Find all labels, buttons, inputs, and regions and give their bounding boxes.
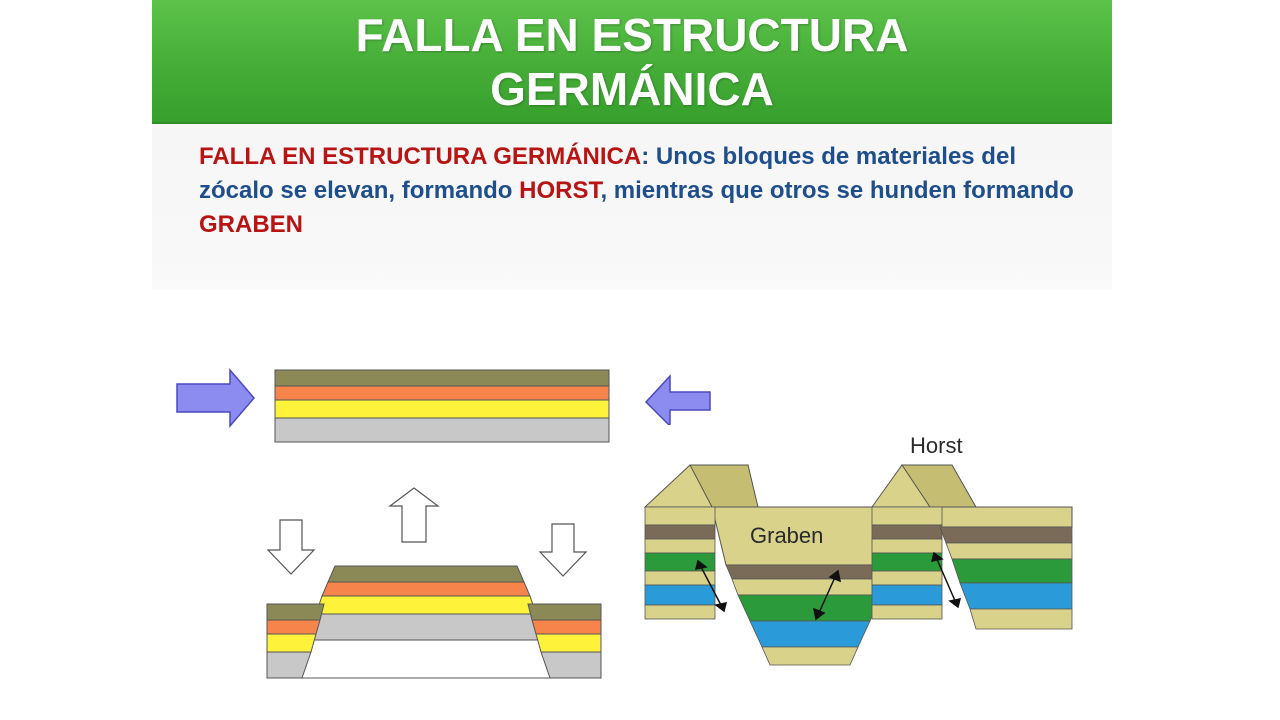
right-sunken-block	[527, 603, 602, 679]
down-arrow-icon	[266, 519, 316, 575]
layer-face-horst	[871, 506, 943, 620]
title-bar: FALLA EN ESTRUCTURA GERMÁNICA	[152, 0, 1112, 124]
left-arrow-icon	[644, 374, 711, 428]
fault-arrows	[694, 551, 962, 621]
description-graben: GRABEN	[199, 211, 304, 238]
down-arrow-icon	[538, 523, 588, 577]
layer-face-graben	[725, 564, 891, 666]
diagram-area: Horst Graben	[152, 290, 1112, 720]
description-horst: HORST	[519, 177, 601, 204]
description-part-2: , mientras que otros se hunden formando	[600, 177, 1074, 204]
slide: FALLA EN ESTRUCTURA GERMÁNICA FALLA EN E…	[152, 0, 1112, 720]
title-line-1: FALLA EN ESTRUCTURA	[355, 9, 909, 61]
up-arrow-icon	[388, 487, 440, 543]
slide-title: FALLA EN ESTRUCTURA GERMÁNICA	[152, 8, 1112, 116]
flat-layer-stack	[274, 369, 610, 443]
layer-face-right	[939, 526, 1073, 630]
title-line-2: GERMÁNICA	[490, 63, 774, 115]
block-diagram-drawing	[640, 425, 1080, 690]
graben-label: Graben	[750, 523, 824, 548]
description-part-1: : Unos bloques de materiales del zócalo …	[199, 143, 1016, 204]
horst-block	[299, 565, 557, 679]
description-paragraph: FALLA EN ESTRUCTURA GERMÁNICA: Unos bloq…	[199, 140, 1079, 242]
compression-diagram	[176, 367, 610, 679]
compression-arrow-right-side	[644, 374, 711, 428]
horst-label: Horst	[910, 433, 963, 458]
left-sunken-block	[266, 603, 325, 679]
description-term: FALLA EN ESTRUCTURA GERMÁNICA	[199, 143, 642, 170]
layer-face-left	[644, 506, 716, 620]
right-arrow-icon	[176, 367, 255, 429]
horst-graben-block-diagram: Horst Graben	[640, 425, 1080, 690]
